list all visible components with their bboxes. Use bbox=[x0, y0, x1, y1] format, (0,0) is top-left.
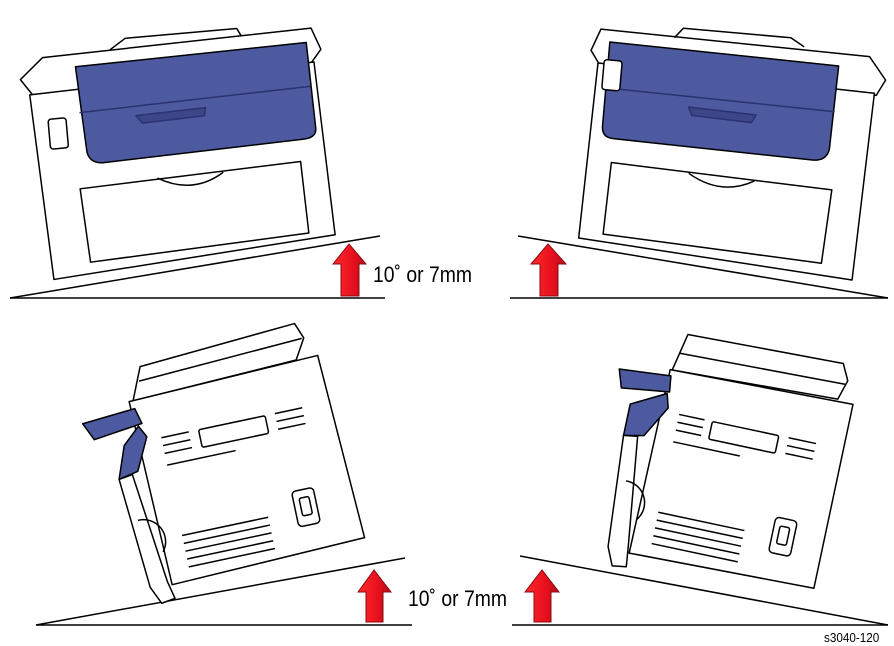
top-right-printer-front bbox=[510, 27, 889, 299]
vent-slot bbox=[198, 415, 270, 448]
bottom-right-printer-side bbox=[512, 333, 889, 626]
front-cover bbox=[118, 473, 176, 605]
bottom-left-printer-side bbox=[35, 322, 412, 626]
scanner-lid bbox=[671, 333, 849, 400]
control-panel bbox=[74, 41, 317, 164]
control-panel bbox=[601, 41, 840, 161]
side-window bbox=[601, 59, 623, 92]
side-window bbox=[47, 117, 70, 150]
top-left-printer-front bbox=[9, 27, 385, 299]
slope-surface bbox=[9, 235, 385, 299]
top-tilt-label: 10˚ or 7mm bbox=[373, 262, 472, 287]
up-arrow-icon bbox=[331, 243, 368, 297]
slope-surface bbox=[510, 235, 889, 299]
slope-surface bbox=[512, 555, 889, 626]
front-cover bbox=[607, 434, 639, 568]
figure-id: s3040-120 bbox=[824, 630, 880, 645]
up-arrow-icon bbox=[357, 569, 393, 623]
paper-tray bbox=[79, 160, 310, 263]
printer-body bbox=[128, 354, 366, 586]
vent-slot bbox=[708, 421, 780, 454]
up-arrow-icon bbox=[529, 243, 568, 297]
bottom-tilt-label: 10˚ or 7mm bbox=[408, 586, 507, 611]
control-panel bbox=[81, 407, 143, 441]
paper-tray bbox=[602, 161, 833, 264]
up-arrow-icon bbox=[523, 569, 561, 623]
slope-surface bbox=[35, 557, 412, 626]
control-panel bbox=[618, 368, 672, 393]
